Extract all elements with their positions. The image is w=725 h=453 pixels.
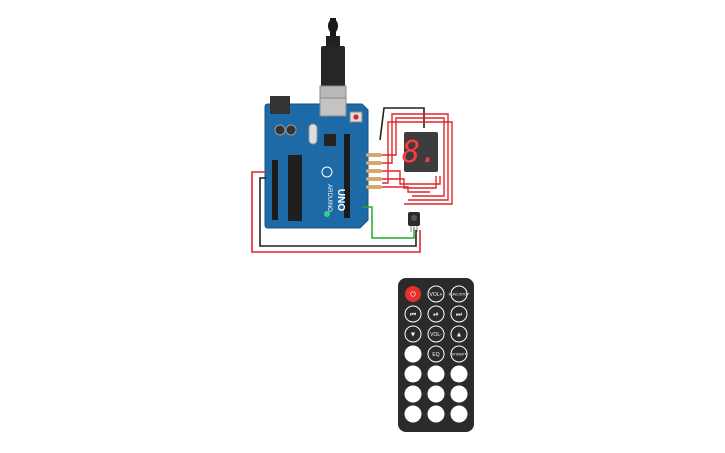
remote-button[interactable]: 6	[450, 385, 468, 403]
resistor	[366, 169, 382, 173]
remote-button-label: 6	[457, 391, 461, 398]
remote-button-label: ▼	[410, 331, 417, 338]
remote-button[interactable]: ⏯	[427, 305, 445, 323]
ir-receiver	[408, 212, 420, 232]
atmega-chip	[288, 155, 302, 221]
resistor	[366, 185, 382, 189]
resistor	[366, 177, 382, 181]
arduino-board[interactable]: ARDUINO UNO	[264, 96, 369, 229]
remote-button[interactable]: VOL-	[427, 325, 445, 343]
remote-button-label: 5	[434, 391, 438, 398]
remote-button-label: ⏭	[456, 311, 463, 318]
remote-button-label: ⏯	[433, 311, 439, 318]
crystal	[308, 123, 318, 145]
red-power-wire	[251, 171, 421, 253]
reset-button-cap	[353, 114, 359, 120]
remote-button[interactable]: 4	[404, 385, 422, 403]
usb-port	[319, 97, 347, 117]
power-analog-header[interactable]	[272, 160, 278, 220]
capacitor	[285, 124, 297, 136]
remote-button[interactable]: FUNC/STOP	[449, 285, 470, 303]
remote-button-label: 0	[411, 351, 415, 358]
display-wires	[382, 113, 453, 205]
board-brand: ARDUINO	[326, 184, 332, 212]
remote-button-label: ▲	[456, 331, 463, 338]
remote-button[interactable]: ST/REPT	[450, 345, 468, 363]
remote-button-label: EQ	[432, 352, 439, 358]
remote-button[interactable]: VOL+	[427, 285, 445, 303]
display-digit: 8.	[402, 135, 438, 170]
remote-button[interactable]: 9	[450, 405, 468, 423]
power-led	[324, 211, 330, 217]
remote-button-label: ⏮	[410, 311, 416, 318]
remote-button-label: 9	[457, 411, 461, 418]
arduino-logo-icon	[321, 166, 333, 178]
remote-button-label: 1	[411, 371, 415, 378]
remote-button[interactable]: EQ	[427, 345, 445, 363]
remote-button-label: 8	[434, 411, 438, 418]
seven-segment-display: 8.	[402, 132, 438, 172]
remote-button-label: VOL-	[430, 332, 442, 338]
remote-button[interactable]: 1	[404, 365, 422, 383]
remote-button-label: 7	[411, 411, 415, 418]
usb-chip	[324, 134, 336, 146]
remote-button[interactable]: ⏮	[404, 305, 422, 323]
remote-button-label: ST/REPT	[451, 352, 467, 356]
resistor	[366, 161, 382, 165]
remote-button[interactable]: 0	[404, 345, 422, 363]
resistor-bank	[366, 153, 382, 189]
remote-button-label: 3	[457, 371, 461, 378]
power-jack	[270, 96, 290, 114]
remote-button[interactable]: 5	[427, 385, 445, 403]
remote-button[interactable]: 7	[404, 405, 422, 423]
ir-remote[interactable]: ⏻ VOL+ FUNC/STOP ⏮ ⏯ ⏭ ▼ VOL- ▲ 0 EQ ST/REPT 1 2 3 4 5 6 7…	[398, 278, 474, 432]
capacitor	[274, 124, 286, 136]
board-model: UNO	[335, 189, 346, 211]
remote-button[interactable]: 8	[427, 405, 445, 423]
remote-button[interactable]: ▲	[450, 325, 468, 343]
resistor	[366, 153, 382, 157]
remote-button[interactable]: ▼	[404, 325, 422, 343]
remote-button[interactable]: 2	[427, 365, 445, 383]
green-wire	[362, 206, 415, 239]
remote-button-label: ⏻	[410, 290, 416, 298]
remote-button[interactable]: ⏻	[405, 286, 421, 302]
remote-button-label: FUNC/STOP	[449, 292, 470, 296]
remote-button-label: 2	[434, 371, 438, 378]
remote-button-label: 4	[411, 391, 415, 398]
remote-button[interactable]: ⏭	[450, 305, 468, 323]
digital-header[interactable]	[344, 134, 350, 218]
remote-button-label: VOL+	[430, 292, 443, 298]
black-ground-wire	[259, 177, 417, 247]
remote-button[interactable]: 3	[450, 365, 468, 383]
